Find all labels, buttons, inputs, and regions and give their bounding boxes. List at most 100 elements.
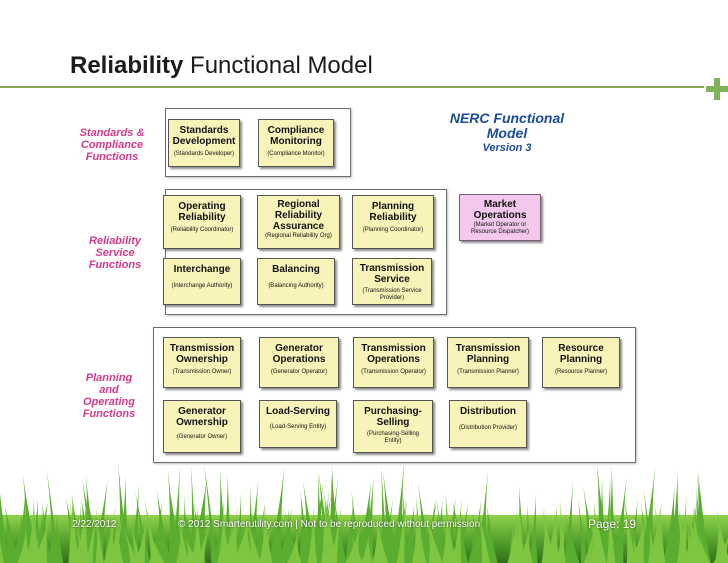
grass-blade bbox=[85, 507, 98, 563]
box-role: (Transmission Planner) bbox=[457, 369, 519, 375]
grass-blade bbox=[427, 536, 442, 563]
box-name: Monitoring bbox=[270, 136, 322, 147]
grass-blade bbox=[122, 526, 138, 563]
grass-footer-image bbox=[0, 463, 728, 563]
grass-blade bbox=[73, 498, 89, 563]
box-name: Generator bbox=[178, 406, 226, 417]
grass-blade bbox=[529, 493, 538, 563]
box-role: (Regional Reliability Org) bbox=[265, 233, 332, 239]
grass-blade bbox=[32, 516, 50, 563]
grass-blade bbox=[135, 510, 149, 563]
grass-blade bbox=[607, 493, 616, 563]
grass-blade bbox=[271, 517, 283, 563]
box-role: (Transmission Operator) bbox=[361, 369, 426, 375]
grass-blade bbox=[298, 489, 312, 563]
distribution-box: Distribution (Distribution Provider) bbox=[449, 400, 527, 448]
grass-blade bbox=[324, 497, 334, 563]
box-role: (Resource Planner) bbox=[554, 369, 608, 375]
grass-blade bbox=[401, 505, 416, 563]
grass-blade bbox=[444, 536, 461, 563]
grass-blade bbox=[654, 502, 666, 563]
grass-blade bbox=[361, 477, 374, 563]
grass-blade bbox=[0, 541, 4, 563]
box-role: Entity) bbox=[384, 438, 402, 444]
grass-blade bbox=[117, 475, 130, 563]
box-name: Standards bbox=[179, 125, 229, 136]
grass-blade bbox=[17, 526, 31, 563]
grass-blade bbox=[191, 465, 198, 563]
reliability-label-line: Functions bbox=[88, 259, 142, 271]
box-name: Operations bbox=[272, 354, 326, 365]
box-name: Distribution bbox=[459, 406, 517, 417]
interchange-box: Interchange (Interchange Authority) bbox=[163, 258, 241, 305]
grass-blade bbox=[584, 527, 595, 563]
grass-blade bbox=[26, 496, 41, 563]
grass-blade bbox=[46, 470, 60, 563]
grass-blade bbox=[95, 510, 104, 563]
standards-group-label: Standards & Compliance Functions bbox=[76, 127, 148, 163]
title-rule bbox=[0, 86, 704, 88]
grass-blade bbox=[623, 493, 636, 563]
planning-label-line: Operating bbox=[83, 396, 135, 408]
grass-blade bbox=[344, 498, 354, 563]
nerc-title-line2: Model bbox=[486, 125, 528, 141]
footer-date: 2/22/2012 bbox=[72, 519, 117, 530]
grass-blade bbox=[330, 504, 342, 563]
box-name: Assurance bbox=[272, 221, 325, 232]
grass-blade bbox=[148, 528, 165, 563]
box-name: Operations bbox=[367, 354, 420, 365]
slide-title: Reliability Functional Model bbox=[70, 52, 373, 80]
standards-label-line: Compliance bbox=[80, 139, 144, 151]
box-name: Planning bbox=[466, 354, 510, 365]
grass-blade bbox=[287, 532, 302, 563]
grass-blade bbox=[185, 537, 200, 563]
slide-title-bold: Reliability bbox=[70, 52, 184, 79]
grass-blade bbox=[118, 463, 130, 563]
nerc-title-line1: NERC Functional bbox=[449, 110, 565, 126]
grass-blade bbox=[203, 463, 218, 563]
grass-blade bbox=[350, 534, 364, 563]
box-name: Compliance bbox=[267, 125, 325, 136]
grass-blade bbox=[303, 480, 320, 563]
standards-label-line: Functions bbox=[85, 151, 139, 163]
box-name: Resource bbox=[558, 343, 604, 354]
box-role: (Compliance Monitor) bbox=[267, 151, 325, 157]
grass-blade bbox=[333, 496, 347, 563]
standards-label-line: Standards & bbox=[79, 127, 145, 139]
nerc-version: Version 3 bbox=[482, 142, 532, 154]
grass-blade bbox=[631, 510, 648, 563]
grass-blade bbox=[577, 498, 588, 563]
grass-blade bbox=[55, 514, 64, 563]
box-name: Reliability bbox=[274, 210, 323, 221]
grass-blade bbox=[554, 522, 566, 563]
planning-group-label: Planning and Operating Functions bbox=[74, 372, 144, 420]
grass-blade bbox=[309, 516, 316, 563]
grass-blade bbox=[129, 519, 142, 563]
grass-blade bbox=[677, 508, 690, 563]
box-role: (Planning Coordinator) bbox=[362, 227, 424, 233]
load-serving-box: Load-Serving (Load-Serving Entity) bbox=[259, 400, 337, 448]
grass-blade bbox=[442, 497, 456, 563]
grass-blade bbox=[254, 507, 267, 563]
box-role: (Balancing Authority) bbox=[268, 283, 324, 289]
grass-blade bbox=[278, 508, 292, 563]
grass-blade bbox=[668, 471, 682, 563]
planning-label-line: and bbox=[99, 384, 119, 396]
grass-blade bbox=[5, 508, 14, 563]
grass-blade bbox=[307, 482, 324, 563]
grass-blade bbox=[170, 466, 180, 563]
footer-page-number: Page: 19 bbox=[588, 517, 637, 531]
box-role: (Generator Owner) bbox=[176, 434, 228, 440]
box-name: Operating bbox=[178, 201, 226, 212]
grass-blade bbox=[425, 512, 443, 563]
box-role: (Market Operator or bbox=[473, 222, 527, 228]
box-role: (Transmission Owner) bbox=[172, 369, 232, 375]
grass-blade bbox=[129, 483, 140, 563]
grass-blade bbox=[222, 523, 234, 563]
